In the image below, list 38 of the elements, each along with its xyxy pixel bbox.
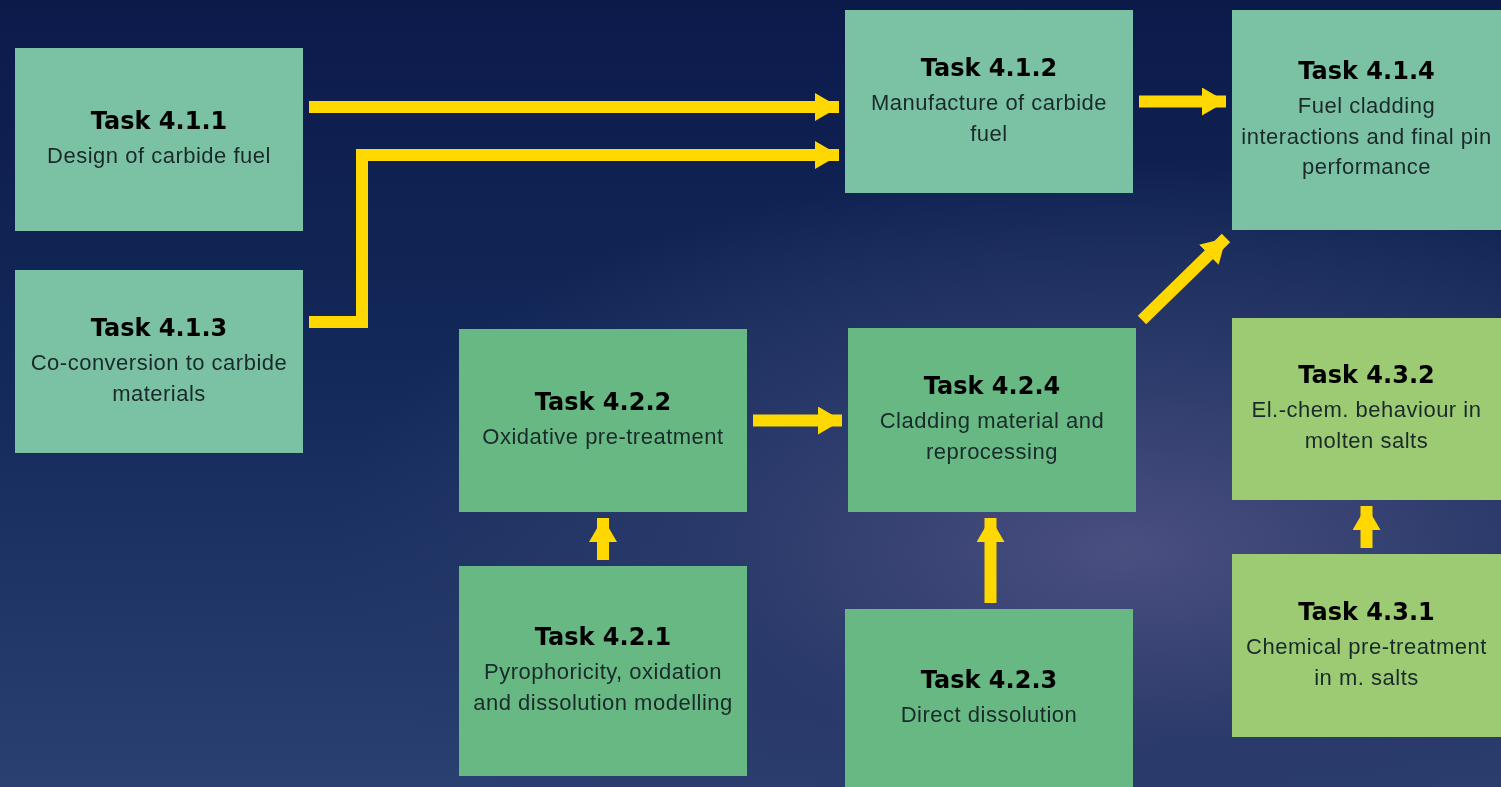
task-box — [1232, 554, 1501, 737]
task-box — [1232, 10, 1501, 230]
task-box — [1232, 318, 1501, 500]
arrow — [589, 518, 617, 560]
task-description: Chemical pre-treatment in m. salts — [1245, 632, 1488, 692]
arrow — [1137, 233, 1231, 325]
task-number: Task 4.3.1 — [1298, 597, 1435, 626]
task-description: Design of carbide fuel — [47, 142, 271, 171]
arrow — [309, 93, 839, 121]
task-box — [845, 10, 1133, 193]
task-box — [845, 609, 1133, 787]
task-description: Co-conversion to carbide materials — [29, 348, 289, 408]
task-description: Oxidative pre-treatment — [482, 423, 724, 452]
task-box — [848, 328, 1136, 512]
task-number: Task 4.2.3 — [920, 665, 1058, 694]
task-number: Task 4.2.1 — [534, 623, 672, 652]
task-description: Fuel cladding interactions and final pin performance — [1240, 91, 1493, 182]
task-description: Manufacture of carbide fuel — [870, 88, 1108, 148]
arrow — [976, 518, 1005, 603]
task-description: Direct dissolution — [900, 700, 1078, 729]
task-number: Task 4.1.2 — [920, 53, 1058, 82]
task-description: El.-chem. behaviour in molten salts — [1250, 396, 1483, 455]
task-box — [459, 329, 747, 512]
task-number: Task 4.1.1 — [90, 107, 228, 136]
task-box — [459, 566, 747, 776]
arrow — [1139, 87, 1226, 116]
task-number: Task 4.2.2 — [534, 388, 672, 417]
task-number: Task 4.2.4 — [923, 372, 1061, 401]
task-number: Task 4.3.2 — [1298, 361, 1435, 390]
arrow — [753, 406, 842, 435]
task-number: Task 4.1.4 — [1298, 56, 1435, 85]
task-description: Pyrophoricity, oxidation and dissolution modelling — [472, 658, 734, 717]
task-box — [15, 48, 303, 231]
arrow — [1352, 506, 1381, 548]
task-number: Task 4.1.3 — [90, 313, 228, 342]
arrow — [309, 141, 839, 328]
task-box — [15, 270, 303, 453]
task-description: Cladding material and reprocessing — [878, 407, 1106, 466]
